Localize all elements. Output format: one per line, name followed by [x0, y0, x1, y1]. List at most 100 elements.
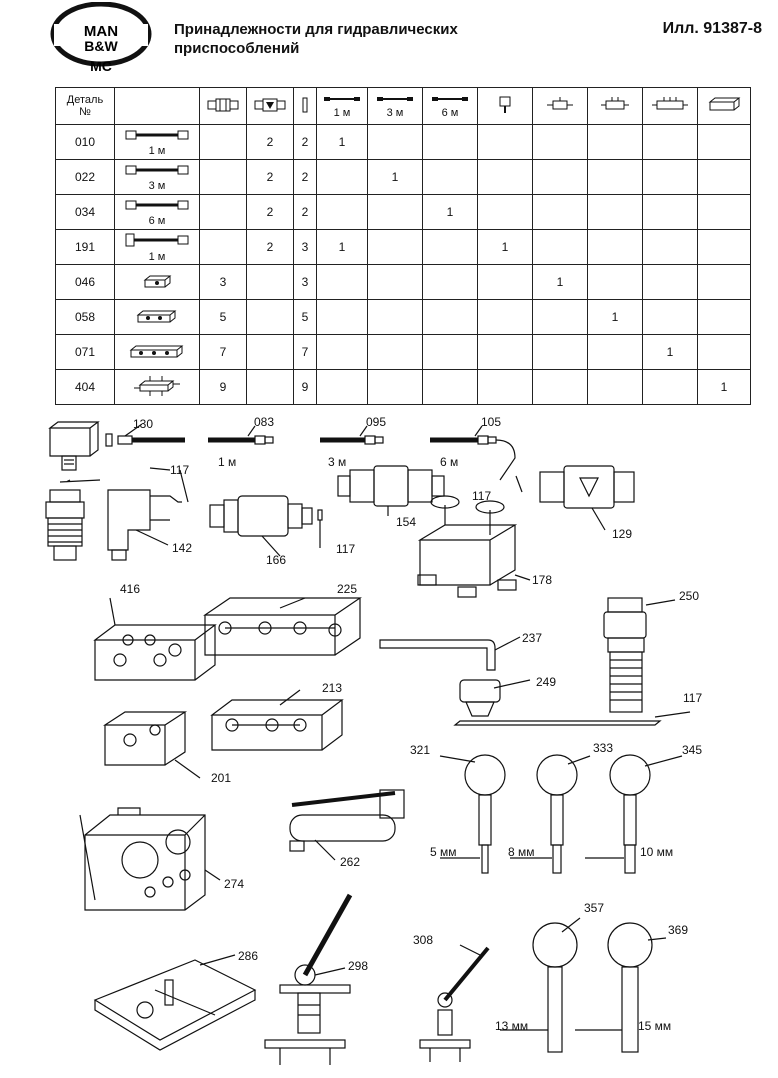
coupling-154-drawing: [337, 465, 445, 516]
callout-083: 083: [254, 415, 274, 429]
table-cell: [587, 334, 643, 370]
callout-369: 369: [668, 923, 688, 937]
block-213-drawing: [210, 689, 344, 751]
part-image: 3 м: [114, 159, 200, 195]
callout-178: 178: [532, 573, 552, 587]
table-row: 071 7 7 1: [55, 334, 751, 370]
part-image: [114, 299, 200, 335]
part-number: 404: [55, 369, 115, 405]
dim-333: 8 мм: [508, 845, 535, 859]
callout-250: 250: [679, 589, 699, 603]
dim-321: 5 мм: [430, 845, 457, 859]
logo-top-text: MAN: [84, 23, 118, 40]
table-cell: [587, 159, 643, 195]
table-cell: [367, 299, 423, 335]
table-cell: 1: [697, 369, 751, 405]
hose-083-drawing: [208, 425, 274, 445]
part-image: [114, 264, 200, 300]
tool-298-drawing: [264, 893, 353, 1065]
callout-166: 166: [266, 553, 286, 567]
table-cell: [367, 264, 423, 300]
dim-369: 15 мм: [638, 1019, 671, 1033]
dim-083: 1 м: [218, 455, 236, 469]
callout-345: 345: [682, 743, 702, 757]
table-cell: 1: [367, 159, 423, 195]
table-cell: [642, 229, 698, 265]
callout-117-b: 117: [472, 489, 491, 503]
col-header-block-2: [587, 87, 643, 125]
quick-coupling-drawing: [45, 489, 85, 561]
table-cell: [532, 334, 588, 370]
col-unit-3m: 3 м: [386, 107, 404, 119]
adapter-130-drawing: [48, 421, 100, 471]
hose-095-drawing: [320, 425, 384, 445]
col-header-block-3: [642, 87, 698, 125]
callout-095: 095: [366, 415, 386, 429]
table-cell: 3: [293, 229, 317, 265]
callout-129: 129: [612, 527, 632, 541]
table-cell: [367, 124, 423, 160]
col-unit-6m: 6 м: [441, 107, 459, 119]
callout-357: 357: [584, 901, 604, 915]
table-cell: [532, 159, 588, 195]
table-cell: 3: [199, 264, 247, 300]
part-number: 010: [55, 124, 115, 160]
table-cell: 5: [199, 299, 247, 335]
table-cell: 1: [422, 194, 478, 230]
table-cell: 5: [293, 299, 317, 335]
table-cell: 1: [316, 124, 368, 160]
table-cell: [587, 124, 643, 160]
table-cell: [697, 194, 751, 230]
col-header-label-1: Деталь: [66, 94, 104, 106]
part-number: 071: [55, 334, 115, 370]
table-cell: [477, 124, 533, 160]
table-cell: [477, 194, 533, 230]
table-cell: [532, 369, 588, 405]
test-cabinet-274-drawing: [79, 807, 221, 911]
part-image-label: 6 м: [148, 214, 166, 227]
filter-129-drawing: [539, 465, 635, 531]
table-cell: [367, 194, 423, 230]
table-cell: 1: [587, 299, 643, 335]
nut-249-drawing: [459, 679, 531, 717]
table-cell: [367, 369, 423, 405]
table-cell: [199, 159, 247, 195]
table-cell: [422, 264, 478, 300]
part-number: 046: [55, 264, 115, 300]
table-cell: [316, 264, 368, 300]
table-cell: [532, 299, 588, 335]
table-cell: [422, 229, 478, 265]
callout-213: 213: [322, 681, 342, 695]
table-cell: 7: [293, 334, 317, 370]
callout-154: 154: [396, 515, 416, 529]
part-number: 058: [55, 299, 115, 335]
table-cell: [316, 299, 368, 335]
table-cell: [422, 159, 478, 195]
table-cell: 2: [246, 124, 294, 160]
table-cell: [246, 264, 294, 300]
gauge-321-drawing: [439, 754, 506, 874]
table-cell: [422, 334, 478, 370]
table-cell: [587, 264, 643, 300]
table-cell: [697, 264, 751, 300]
table-cell: [367, 229, 423, 265]
tool-illustrations: 130 083 1 м 095 3 м 105 6 м 117 117 117 …: [45, 415, 702, 1065]
table-cell: 1: [642, 334, 698, 370]
part-number: 034: [55, 194, 115, 230]
part-image: [114, 369, 200, 405]
tool-308-drawing: [419, 944, 490, 1062]
table-row: 022 3 м 2 2 1: [55, 159, 751, 195]
figure-reference: Илл. 91387-8: [662, 20, 762, 37]
col-header-block-4: [697, 87, 751, 125]
case-286-drawing: [93, 954, 257, 1051]
table-cell: 9: [199, 369, 247, 405]
table-row: 010 1 м 2 2 1: [55, 124, 751, 160]
col-header-icon-3: [293, 87, 317, 125]
parts-table: Деталь № 1 м 3 м 6 м: [55, 87, 751, 405]
table-cell: [642, 194, 698, 230]
table-cell: [642, 124, 698, 160]
callout-333: 333: [593, 741, 613, 755]
table-cell: [697, 124, 751, 160]
table-cell: [199, 229, 247, 265]
col-header-icon-adapter: [477, 87, 533, 125]
